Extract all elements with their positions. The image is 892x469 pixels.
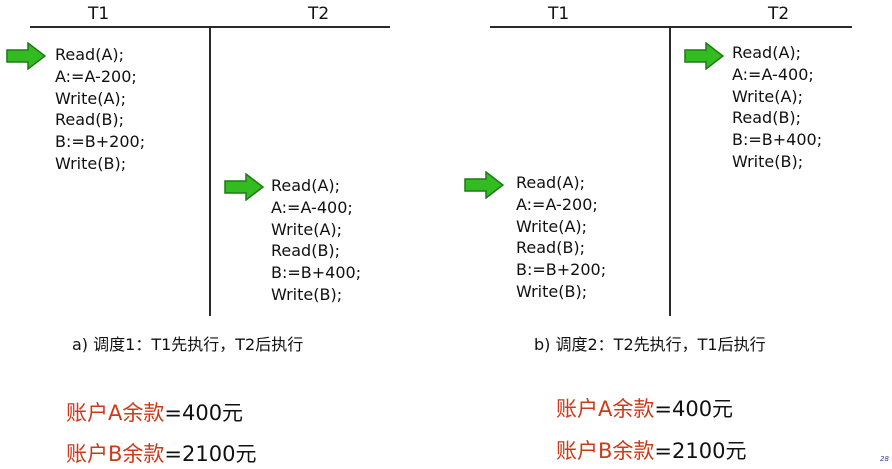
schedule-b-t2-arrow-icon: [684, 42, 724, 70]
step-line: Read(B);: [271, 241, 341, 261]
schedule-a-balance-b: 账户B余款=2100元: [66, 438, 256, 468]
schedule-b-t1-arrow-icon: [464, 171, 504, 199]
schedule-a-t2-header: T2: [308, 4, 330, 24]
page-number: 28: [880, 455, 889, 463]
step-line: A:=A-400;: [732, 64, 814, 84]
step-line: Write(A);: [516, 216, 588, 236]
balance-value: =400元: [164, 401, 244, 425]
schedule-b-caption: b) 调度2：T2先执行，T1后执行: [534, 335, 766, 354]
step-line: Read(A);: [516, 173, 586, 192]
balance-value: =2100元: [654, 439, 747, 463]
schedule-b-t2-steps: Read(A); A:=A-400; Write(A); Read(B); B:…: [732, 42, 822, 173]
step-line: B:=B+200;: [516, 260, 607, 280]
step-line: Read(B);: [516, 238, 586, 258]
step-line: A:=A-200;: [516, 194, 598, 214]
step-line: Write(B);: [55, 153, 127, 173]
schedule-a-balance-a: 账户A余款=400元: [66, 397, 243, 427]
step-line: Read(B);: [732, 108, 802, 128]
schedule-a-t1-header: T1: [88, 4, 110, 24]
schedule-b-t2-header: T2: [768, 4, 790, 24]
schedule-a-divider: [209, 26, 211, 316]
step-line: Read(B);: [55, 110, 125, 130]
step-line: Write(B);: [516, 281, 588, 301]
step-line: B:=B+200;: [55, 132, 146, 152]
balance-label: 账户B余款: [556, 439, 655, 463]
step-line: B:=B+400;: [271, 263, 362, 283]
schedule-b-balance-a: 账户A余款=400元: [556, 393, 733, 423]
step-line: B:=B+400;: [732, 130, 823, 150]
balance-label: 账户B余款: [66, 442, 165, 466]
schedule-a-caption: a) 调度1：T1先执行，T2后执行: [72, 335, 304, 354]
step-line: Read(A);: [732, 43, 802, 62]
schedule-b-divider: [669, 26, 671, 316]
step-line: Write(A);: [55, 88, 127, 108]
step-line: A:=A-200;: [55, 66, 137, 86]
step-line: A:=A-400;: [271, 197, 353, 217]
schedule-b-header-rule: [490, 26, 852, 28]
balance-value: =2100元: [164, 442, 257, 466]
step-line: Read(A);: [55, 45, 125, 64]
schedule-a-t2-steps: Read(A); A:=A-400; Write(A); Read(B); B:…: [271, 175, 361, 306]
schedule-b-t1-steps: Read(A); A:=A-200; Write(A); Read(B); B:…: [516, 172, 606, 303]
schedule-a-t1-steps: Read(A); A:=A-200; Write(A); Read(B); B:…: [55, 44, 145, 175]
schedule-b-t1-header: T1: [548, 4, 570, 24]
step-line: Write(B);: [732, 151, 804, 171]
balance-label: 账户A余款: [66, 401, 165, 425]
step-line: Write(A);: [732, 86, 804, 106]
schedule-a-t1-arrow-icon: [6, 42, 46, 70]
step-line: Write(A);: [271, 219, 343, 239]
step-line: Read(A);: [271, 176, 341, 195]
step-line: Write(B);: [271, 284, 343, 304]
schedule-b-balance-b: 账户B余款=2100元: [556, 435, 746, 465]
balance-value: =400元: [654, 397, 734, 421]
balance-label: 账户A余款: [556, 397, 655, 421]
schedule-a-t2-arrow-icon: [224, 173, 264, 201]
